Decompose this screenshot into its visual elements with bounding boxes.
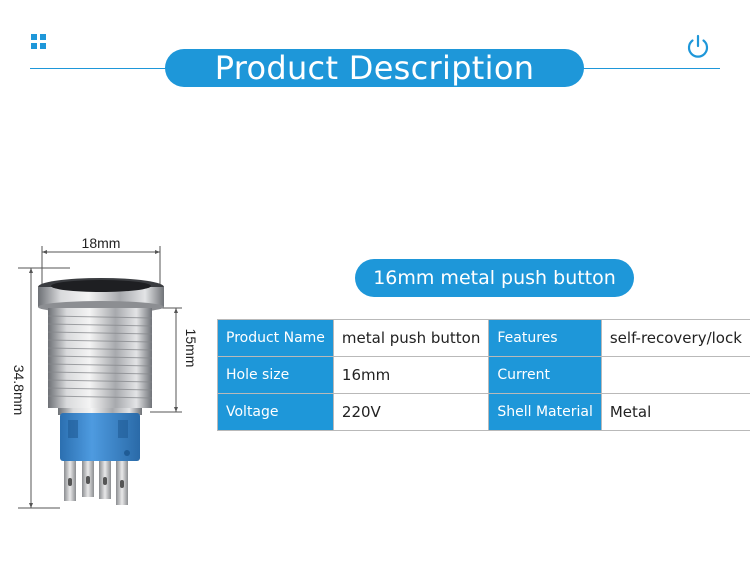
table-row: Voltage 220V Shell Material Metal [217, 393, 750, 431]
grid-icon [31, 34, 47, 50]
spec-value: Metal [600, 393, 750, 431]
table-row: Hole size 16mm Current [217, 356, 750, 394]
thread-dimension: 15mm [183, 329, 199, 368]
spec-table: Product Name metal push button Features … [217, 319, 750, 431]
spec-label: Hole size [217, 356, 334, 394]
spec-label: Features [488, 319, 602, 357]
spec-value: self-recovery/lock [600, 319, 750, 357]
table-row: Product Name metal push button Features … [217, 319, 750, 357]
spec-label: Current [488, 356, 602, 394]
width-dimension: 18mm [82, 235, 121, 251]
push-button-diagram: 18mm 34.8mm 15mm [11, 235, 199, 509]
spec-value: 16mm [332, 356, 490, 394]
product-subtitle: 16mm metal push button [355, 259, 634, 297]
spec-value: 220V [332, 393, 490, 431]
spec-value [600, 356, 750, 394]
page-title: Product Description [165, 49, 584, 87]
spec-label: Shell Material [488, 393, 602, 431]
spec-label: Voltage [217, 393, 334, 431]
spec-label: Product Name [217, 319, 334, 357]
power-icon [687, 34, 709, 58]
height-dimension: 34.8mm [11, 365, 27, 416]
spec-value: metal push button [332, 319, 490, 357]
